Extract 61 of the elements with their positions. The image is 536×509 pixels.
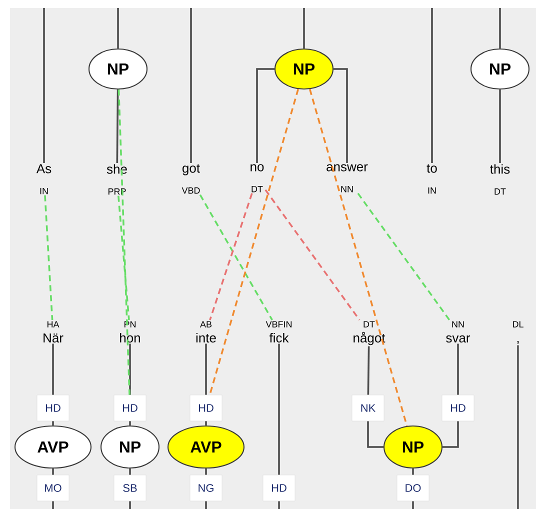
alignment-line [118,90,130,395]
word-label: got VBD [182,164,200,194]
word-label: DT något [354,321,386,346]
alignment-line [308,88,408,426]
word-label: NN svar [446,321,470,342]
function-box: DO [396,474,430,502]
tree-line [52,421,54,426]
tree-line [205,344,207,395]
word-label: DL , [512,321,524,344]
tree-line [52,468,54,475]
tree-line [52,501,54,509]
alignment-line [357,192,450,321]
tree-line [457,344,459,395]
tree-line [117,8,119,48]
tree-line [412,501,414,509]
tree-line [442,421,459,448]
word-label: no DT [250,164,264,192]
tree-line [116,90,119,163]
function-box: HD [190,394,222,422]
word-label: AB inte [196,321,216,342]
tree-line [43,8,45,163]
word-label: this DT [490,164,510,195]
tree-line [499,90,501,163]
tree-line [412,468,414,475]
alignment-line [118,196,130,320]
tree-line [334,68,348,163]
tree-line [303,8,305,48]
word-label: VBFIN fick [266,321,292,342]
alignment-line [44,195,54,320]
tree-line [256,68,274,163]
tree-line [367,421,384,448]
function-box: SB [114,474,146,502]
function-box: HD [36,394,70,422]
word-label: to IN [426,164,437,194]
word-label: As IN [36,164,52,194]
alignment-line [209,193,253,320]
alignment-line [264,189,360,321]
function-box: HD [114,394,146,422]
function-box: HD [442,394,474,422]
tree-line [431,8,433,163]
alignment-line [208,88,300,396]
tree-line [129,421,131,426]
tree-line [205,421,207,426]
function-box: NG [190,474,222,502]
tree-line [129,344,131,395]
tree-line [205,468,207,475]
tree-line [190,8,192,163]
tree-line [278,501,280,509]
tree-line [278,344,280,475]
function-box: HD [262,474,296,502]
tree-line [499,8,501,48]
word-label: HA När [44,321,64,342]
tree-line [205,501,207,509]
tree-line [129,501,131,509]
function-box: MO [36,474,70,502]
function-box: NK [352,394,384,422]
tree-line [129,468,131,475]
tree-line [367,346,370,395]
alignment-line [199,194,273,320]
tree-line [517,345,519,509]
tree-line [52,344,54,395]
